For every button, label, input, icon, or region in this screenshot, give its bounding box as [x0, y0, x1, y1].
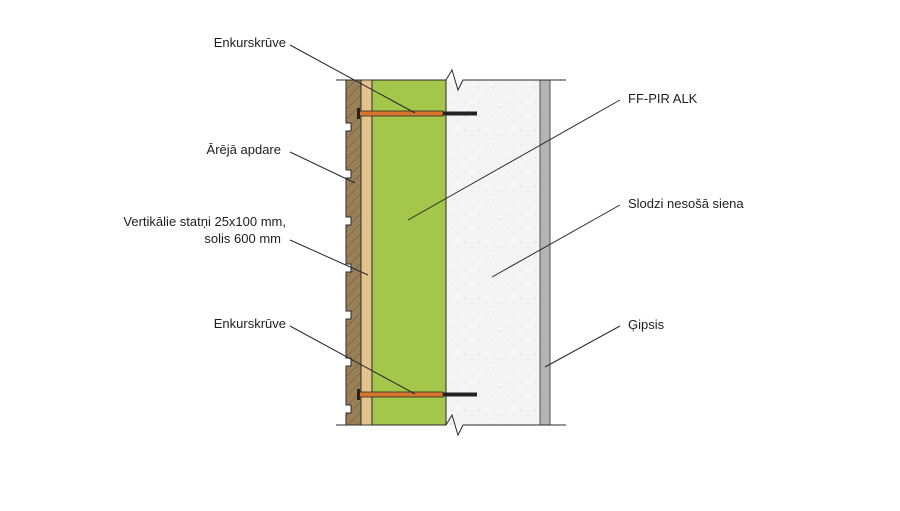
leader-plaster [544, 325, 621, 368]
leader-lines [289, 44, 621, 395]
label-plaster: Ģipsis [628, 317, 665, 332]
leader-outer-finish [289, 151, 356, 184]
leader-anchor-bottom [289, 325, 416, 395]
leader-battens [289, 239, 369, 276]
label-anchor-screw-top: Enkurskrūve [213, 35, 286, 50]
outer-cladding [345, 79, 362, 426]
label-outer-finish: Ārējā apdare [206, 142, 281, 157]
leader-anchor-top [289, 44, 416, 114]
label-anchor-screw-bottom: Enkurskrūve [213, 316, 286, 331]
label-battens-line1: Vertikālie statņi 25x100 mm, [123, 214, 286, 229]
insulation-layer [371, 79, 447, 426]
vertical-batten [360, 79, 373, 426]
label-battens-line2: solis 600 mm [204, 231, 281, 246]
label-insulation: FF-PIR ALK [628, 91, 698, 106]
anchor-screw-bottom [357, 389, 477, 400]
plaster-layer [539, 79, 551, 426]
leader-insulation [407, 99, 621, 221]
anchor-screw-top [357, 108, 477, 119]
load-bearing-wall [446, 80, 540, 425]
label-load-bearing-wall: Slodzi nesošā siena [628, 196, 744, 211]
leader-wall [491, 204, 621, 278]
